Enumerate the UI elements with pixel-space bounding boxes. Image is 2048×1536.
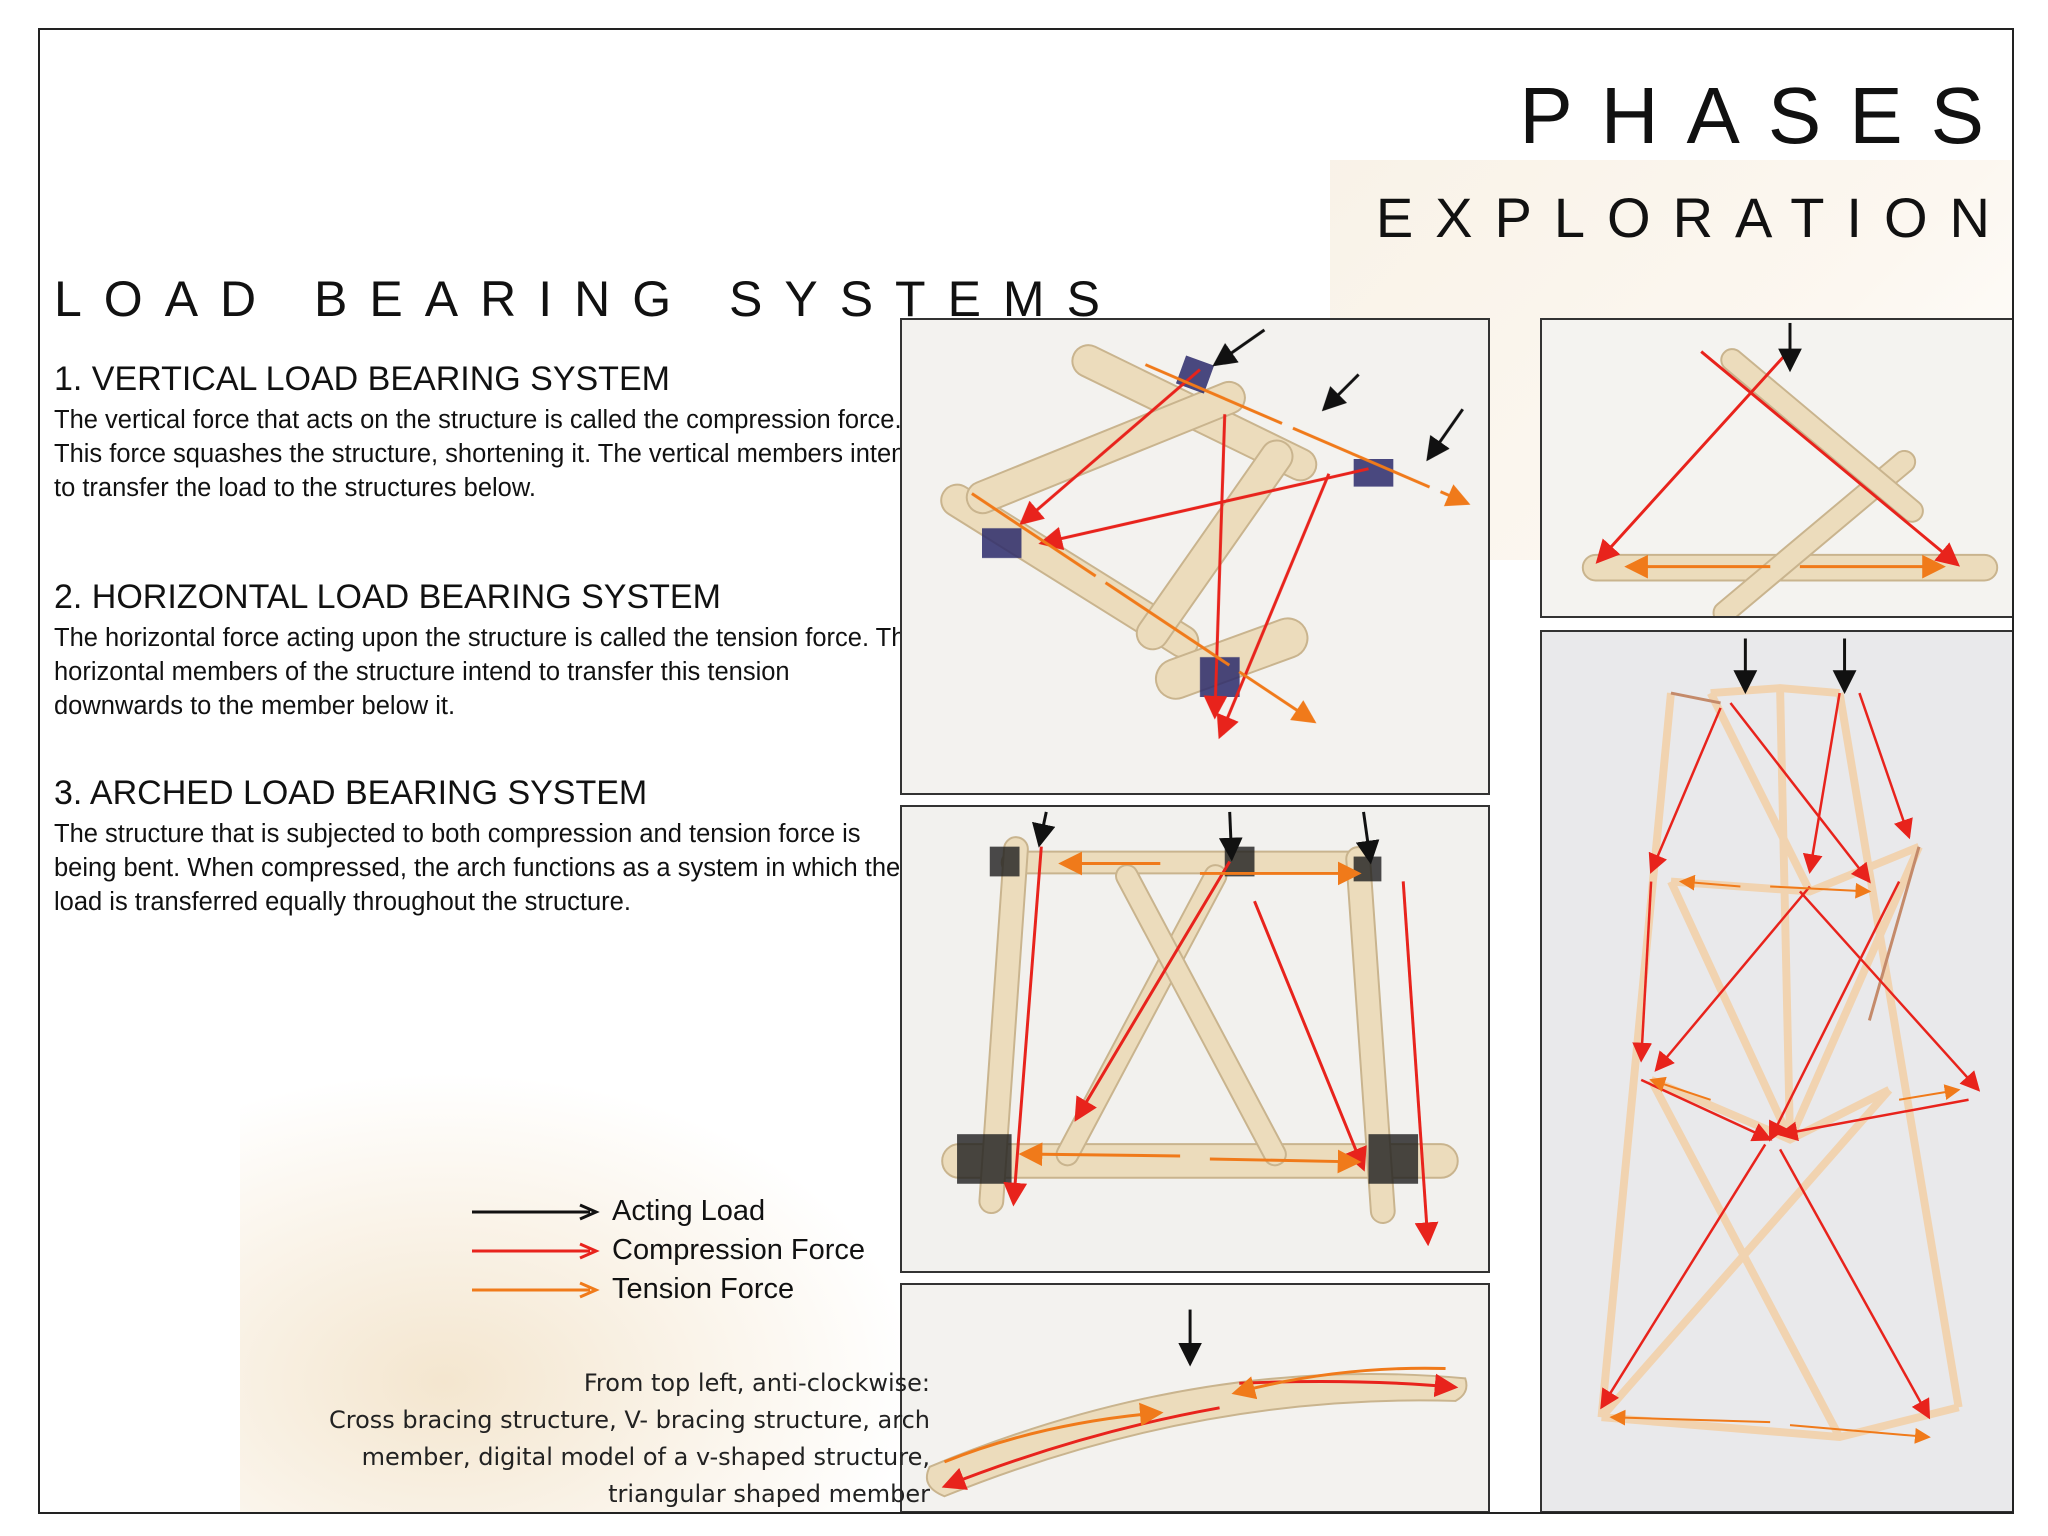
legend-item-tension: Tension Force (470, 1270, 865, 1309)
section-title: 3. ARCHED LOAD BEARING SYSTEM (54, 774, 648, 812)
caption-line: From top left, anti-clockwise: (583, 1369, 930, 1397)
legend-item-compression: Compression Force (470, 1231, 865, 1270)
legend: Acting Load Compression Force Tension Fo… (470, 1192, 865, 1309)
section-body: The horizontal force acting upon the str… (54, 624, 920, 720)
photo-caption: From top left, anti-clockwise: Cross bra… (240, 1365, 930, 1512)
digital-model-illustration (1597, 638, 1981, 1444)
legend-item-acting-load: Acting Load (470, 1192, 865, 1231)
legend-label: Acting Load (612, 1195, 766, 1227)
caption-line: member, digital model of a v-shaped stru… (361, 1443, 930, 1471)
black-arrow-icon (472, 1203, 600, 1220)
legend-label: Compression Force (612, 1234, 866, 1266)
photo-arch-member (900, 1283, 1490, 1512)
arch-illustration (925, 1309, 1468, 1498)
caption-line: Cross bracing structure, V- bracing stru… (328, 1406, 930, 1434)
section-body: The vertical force that acts on the stru… (54, 406, 920, 502)
v-bracing-illustration (941, 811, 1459, 1247)
caption-line: triangular shaped member (608, 1480, 930, 1508)
section-heading: LOAD BEARING SYSTEMS (54, 271, 1122, 327)
section-horizontal: 2. HORIZONTAL LOAD BEARING SYSTEM The ho… (54, 578, 924, 723)
section-body: The structure that is subjected to both … (54, 820, 901, 916)
legend-label: Tension Force (612, 1273, 795, 1305)
cross-bracing-illustration (940, 328, 1471, 740)
title-phases: PHASES (1519, 71, 2012, 160)
photo-digital-model (1540, 630, 2012, 1512)
page-frame: PHASES EXPLORATION LOAD BEARING SYSTEMS … (38, 28, 2014, 1514)
title-exploration: EXPLORATION (1375, 186, 2012, 249)
orange-arrow-icon (472, 1281, 600, 1298)
red-arrow-icon (472, 1242, 600, 1259)
section-arched: 3. ARCHED LOAD BEARING SYSTEM The struct… (54, 774, 924, 919)
section-vertical: 1. VERTICAL LOAD BEARING SYSTEM The vert… (54, 360, 924, 505)
section-title: 2. HORIZONTAL LOAD BEARING SYSTEM (54, 578, 721, 616)
photo-cross-bracing (900, 318, 1490, 795)
section-title: 1. VERTICAL LOAD BEARING SYSTEM (54, 360, 670, 398)
photo-v-bracing (900, 805, 1490, 1273)
triangle-illustration (1581, 322, 1999, 616)
photo-triangle-member (1540, 318, 2012, 618)
